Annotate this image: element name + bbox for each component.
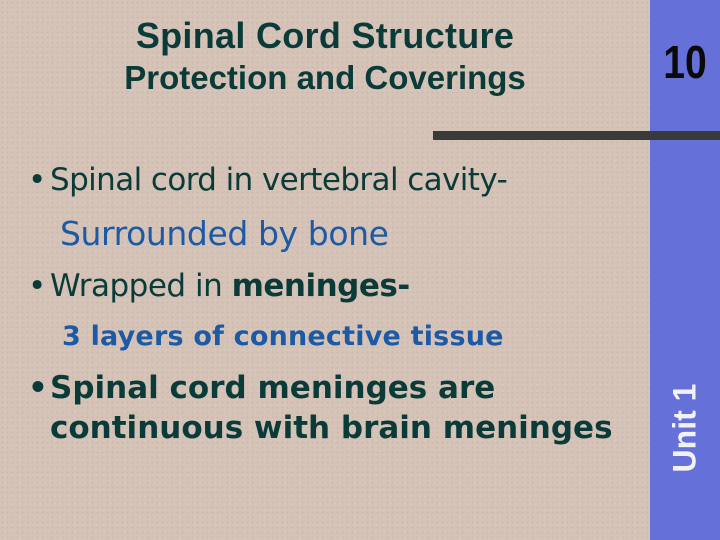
unit-label: Unit 1 [666, 383, 703, 473]
bullet-3-line-2: continuous with brain meninges [50, 410, 613, 446]
bullet-dot-icon: • [28, 268, 46, 304]
bullet-3: •Spinal cord meninges are continuous wit… [28, 368, 648, 448]
bullet-dot-icon: • [28, 370, 48, 406]
title-block: Spinal Cord Structure Protection and Cov… [0, 14, 650, 98]
bullet-3-line-1: Spinal cord meninges are [50, 370, 496, 406]
divider-rule [433, 131, 720, 140]
bullet-2: •Wrapped in meninges- [28, 268, 410, 304]
slide-subtitle: Protection and Coverings [124, 59, 526, 96]
slide-title: Spinal Cord Structure [135, 15, 515, 56]
bullet-2-bold-text: meninges- [231, 268, 411, 304]
slide-number: 10 [663, 36, 707, 88]
bullet-2-text: Wrapped in [50, 268, 232, 304]
bullet-1-sub: Surrounded by bone [60, 214, 389, 253]
bullet-1: •Spinal cord in vertebral cavity- [28, 162, 508, 198]
side-bar [650, 0, 720, 540]
bullet-1-text: Spinal cord in vertebral cavity- [50, 162, 508, 198]
bullet-2-sub: 3 layers of connective tissue [62, 321, 504, 352]
bullet-dot-icon: • [28, 162, 47, 198]
